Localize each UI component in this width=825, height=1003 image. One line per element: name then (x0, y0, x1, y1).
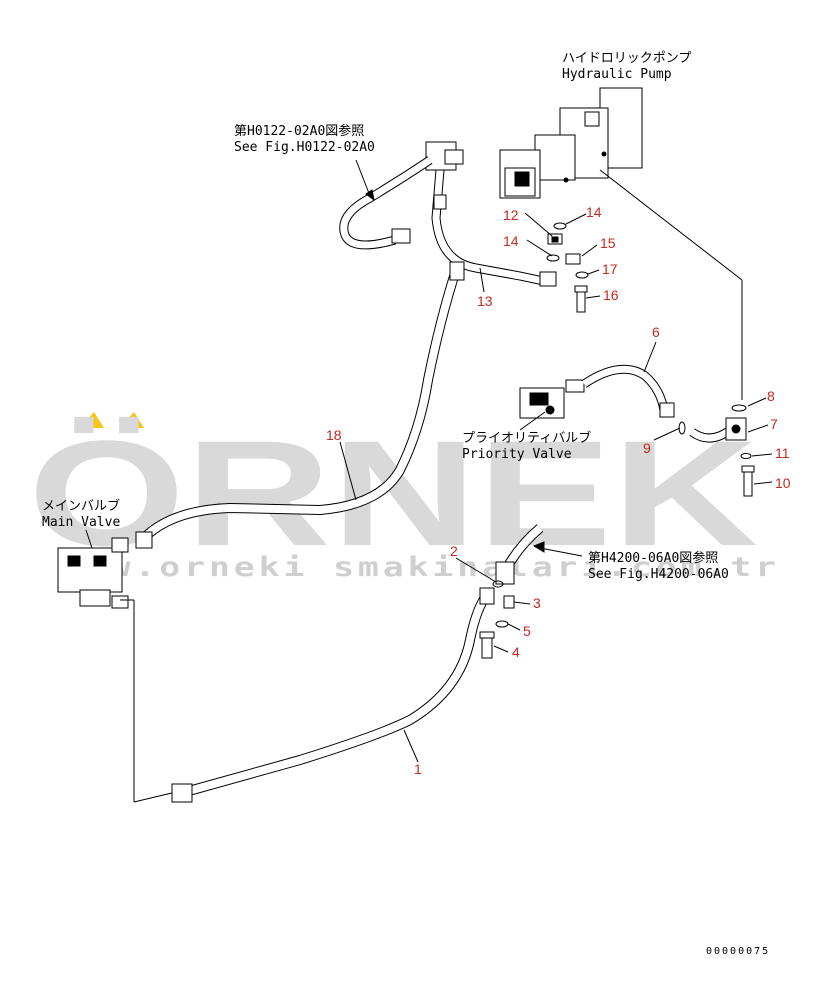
part-number-2: 2 (450, 543, 458, 559)
part-number-11: 11 (775, 445, 790, 461)
part-numbers: 12 14 14 15 17 16 13 6 8 7 9 11 10 18 2 … (326, 204, 791, 777)
lower-fittings (479, 524, 544, 659)
part-number-1: 1 (414, 761, 422, 777)
hose-1 (171, 587, 495, 803)
main-valve-label-en: Main Valve (42, 515, 120, 530)
hose-6 (581, 364, 675, 418)
part-number-13: 13 (477, 293, 493, 309)
priority-valve-label-jp: プライオリティバルブ (462, 430, 591, 446)
watermark: ÖRNEK www.orneki smakinalari.com.tr (28, 409, 780, 583)
part-number-12: 12 (503, 207, 519, 223)
part-number-14-upper: 14 (586, 204, 602, 220)
watermark-accent-mark-left (80, 412, 104, 428)
part-number-10: 10 (775, 475, 791, 491)
hose-13 (425, 141, 557, 287)
elbow-fitting-7 (678, 404, 755, 497)
watermark-accent-mark-right (120, 412, 144, 428)
priority-valve-label-en: Priority Valve (462, 447, 572, 462)
see-fig-upper-label-jp: 第H0122-02A0図参照 (234, 123, 364, 139)
see-fig-lower-label-en: See Fig.H4200-06A0 (588, 567, 729, 582)
pump-fittings (546, 222, 589, 313)
part-number-15: 15 (600, 235, 616, 251)
part-number-18: 18 (326, 427, 342, 443)
main-valve-label-jp: メインバルブ (42, 498, 120, 514)
watermark-brand: ÖRNEK (28, 409, 758, 577)
see-fig-upper-label-en: See Fig.H0122-02A0 (234, 140, 375, 155)
main-valve (57, 537, 177, 803)
hose-18 (135, 261, 465, 549)
part-number-7: 7 (770, 416, 778, 432)
callout-labels: ハイドロリックポンプ Hydraulic Pump 第H0122-02A0図参照… (42, 51, 729, 582)
part-number-4: 4 (512, 644, 520, 660)
part-number-17: 17 (602, 261, 618, 277)
part-number-6: 6 (652, 324, 660, 340)
watermark-url: www.orneki smakinalari.com.tr (60, 552, 780, 583)
part-number-5: 5 (523, 623, 531, 639)
part-number-8: 8 (767, 388, 775, 404)
part-number-9: 9 (643, 440, 651, 456)
leader-lines (85, 159, 773, 763)
drawing-code: 00000075 (706, 946, 770, 957)
see-fig-lower-label-jp: 第H4200-06A0図参照 (588, 550, 718, 566)
hose-upper-see-fig (339, 156, 433, 250)
part-number-16: 16 (603, 287, 619, 303)
priority-valve (519, 379, 585, 419)
hydraulic-pump-label-en: Hydraulic Pump (562, 67, 672, 82)
part-number-3: 3 (533, 595, 541, 611)
part-number-14-lower: 14 (503, 233, 519, 249)
hydraulic-pump (499, 87, 743, 400)
hydraulic-pump-label-jp: ハイドロリックポンプ (562, 51, 691, 66)
